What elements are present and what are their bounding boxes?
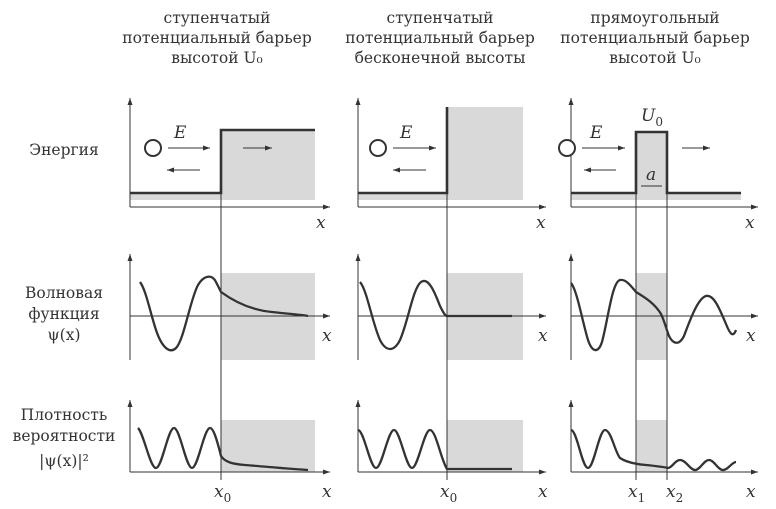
x-axis-label: x <box>538 482 548 502</box>
ground-strip <box>571 193 741 200</box>
x-axis-label: x <box>746 326 756 346</box>
column-title-rectangular-barrier: прямоугольный потенциальный барьер высот… <box>530 8 776 68</box>
label-line: Плотность <box>20 406 108 424</box>
title-line: бесконечной высоты <box>354 49 526 67</box>
label-line: |ψ(x)|² <box>39 452 89 470</box>
label-line: Энергия <box>29 141 99 159</box>
label-line: функция <box>28 305 100 323</box>
label-line: ψ(x) <box>47 326 81 344</box>
x-axis-label: x <box>538 326 548 346</box>
x-axis-label: x <box>322 326 332 346</box>
rectangular-potential <box>571 130 741 195</box>
row-label-wave-function: Волновая функция ψ(x) <box>0 283 128 346</box>
particle-icon <box>369 139 387 157</box>
left-ground-strip <box>130 193 221 200</box>
label-line: Волновая <box>25 284 103 302</box>
subscript: 0 <box>224 491 232 505</box>
subscript: 0 <box>655 115 663 129</box>
barrier-height-symbol: U0 <box>641 106 663 129</box>
x-axis-label: x <box>746 482 756 502</box>
particle-icon <box>144 139 162 157</box>
step-potential <box>130 128 315 195</box>
barrier-width-symbol: a <box>646 165 656 185</box>
probability-densities <box>137 426 737 472</box>
barrier-region <box>221 130 315 200</box>
title-line: ступенчатый <box>163 9 271 27</box>
x-axis-label: x <box>322 482 332 502</box>
energy-symbol: E <box>589 123 603 143</box>
x1-label: x1 <box>628 482 645 505</box>
title-line: высотой U₀ <box>171 49 263 67</box>
energy-symbol: E <box>173 123 187 143</box>
wave-function-curve <box>570 278 738 352</box>
column-title-infinite-step: ступенчатый потенциальный барьер бесконе… <box>315 8 565 68</box>
infinite-step-potential <box>358 107 449 195</box>
label-line: вероятности <box>12 427 116 445</box>
potential-profiles <box>130 107 741 195</box>
title-line: потенциальный барьер <box>560 29 750 47</box>
math-labels: E E E U0 a x x x x x x x x x x0 x0 x1 x2 <box>173 106 756 505</box>
x2-label: x2 <box>666 482 683 505</box>
subscript: 2 <box>676 491 684 505</box>
barrier-region <box>636 132 667 200</box>
barrier-region <box>636 420 667 472</box>
row-label-probability-density: Плотность вероятности |ψ(x)|² <box>0 405 128 472</box>
title-line: потенциальный барьер <box>122 29 312 47</box>
wave-functions <box>139 275 738 352</box>
barrier-region <box>447 107 523 200</box>
probability-density-curve <box>570 428 737 472</box>
left-ground-strip <box>358 193 447 200</box>
title-line: высотой U₀ <box>609 49 701 67</box>
particle-icon <box>558 139 576 157</box>
wave-function-curve <box>359 279 512 351</box>
title-line: потенциальный барьер <box>345 29 535 47</box>
subscript: 0 <box>450 491 458 505</box>
motion-arrows <box>167 145 710 173</box>
barrier-region <box>447 420 523 472</box>
energy-symbol: E <box>399 123 413 143</box>
probability-density-curve <box>137 426 309 472</box>
x-axis-label: x <box>536 213 546 233</box>
particles <box>144 139 576 157</box>
column-title-step-barrier: ступенчатый потенциальный барьер высотой… <box>92 8 342 68</box>
probability-density-curve <box>357 428 512 471</box>
row-label-energy: Энергия <box>0 140 128 161</box>
subscript: 1 <box>638 491 646 505</box>
x0-label: x0 <box>214 482 231 505</box>
title-line: ступенчатый <box>386 9 494 27</box>
x-axis-label: x <box>316 213 326 233</box>
title-line: прямоугольный <box>590 9 720 27</box>
wave-function-curve <box>139 275 309 352</box>
x-axis-label: x <box>745 213 755 233</box>
x0-label: x0 <box>440 482 457 505</box>
